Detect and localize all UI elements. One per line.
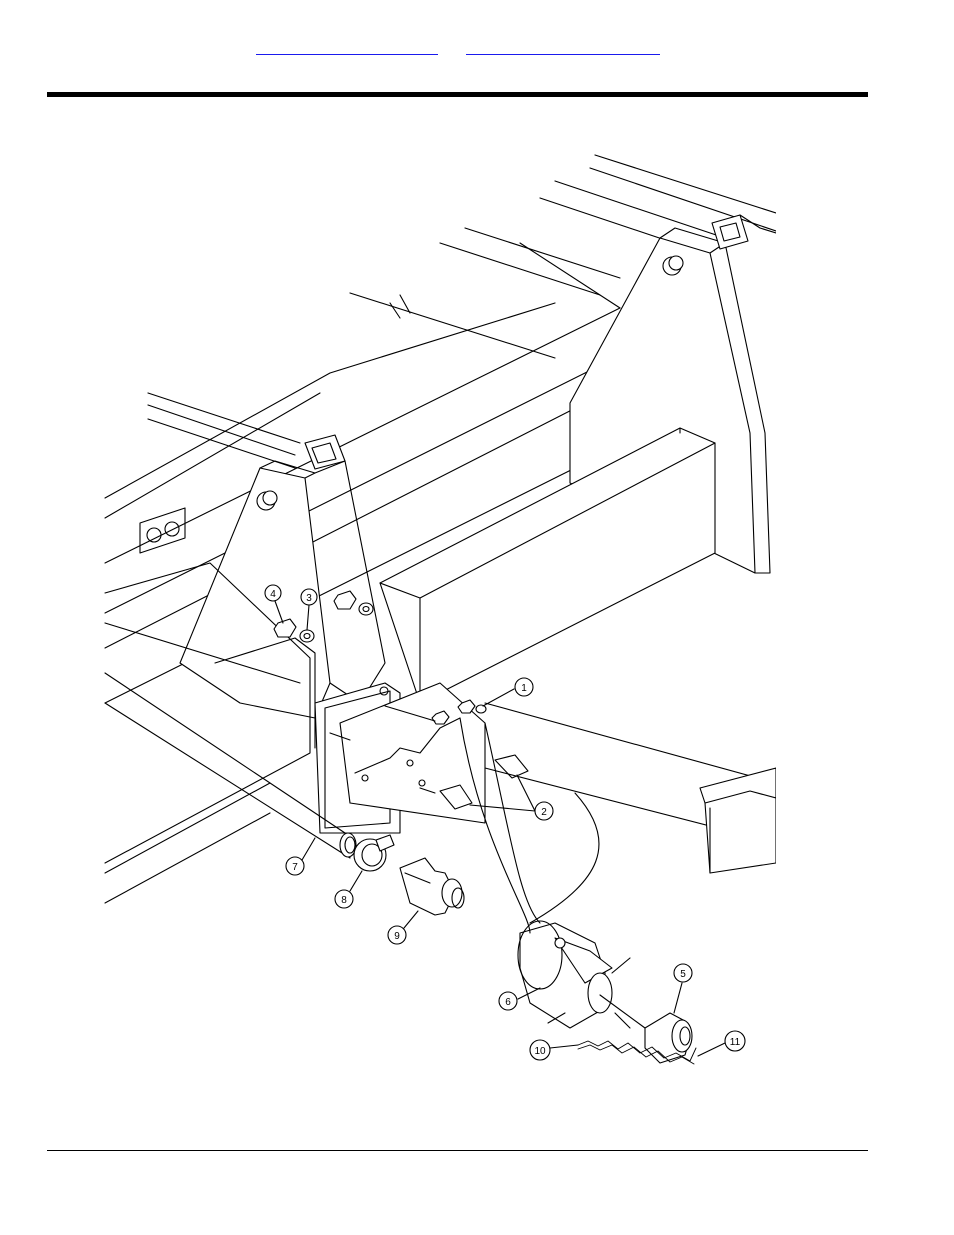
cross-tube (485, 703, 776, 873)
callout-1-label: 1 (521, 683, 527, 694)
callout-4-label: 4 (270, 589, 276, 600)
hose-clamp (354, 835, 394, 871)
header-rule (47, 92, 868, 97)
hose-fitting (400, 858, 464, 915)
callout-7-label: 7 (292, 862, 298, 873)
parts-diagram: 1 2 3 4 5 6 7 8 9 10 (100, 143, 776, 1078)
header-link-left[interactable] (256, 40, 438, 55)
callout-10-label: 10 (534, 1046, 546, 1057)
callout-3-label: 3 (306, 593, 312, 604)
footer-rule (47, 1150, 868, 1151)
left-bracket (140, 435, 385, 718)
callout-9-label: 9 (394, 931, 400, 942)
callout-11-label: 11 (730, 1037, 741, 1048)
callout-5-label: 5 (680, 969, 686, 980)
callout-6-label: 6 (505, 997, 511, 1008)
header-link-right[interactable] (466, 40, 660, 55)
callout-2-label: 2 (541, 807, 547, 818)
callout-8-label: 8 (341, 895, 347, 906)
coupler-valve (518, 921, 630, 1028)
lower-beam (380, 428, 715, 703)
dust-cap (600, 995, 692, 1063)
